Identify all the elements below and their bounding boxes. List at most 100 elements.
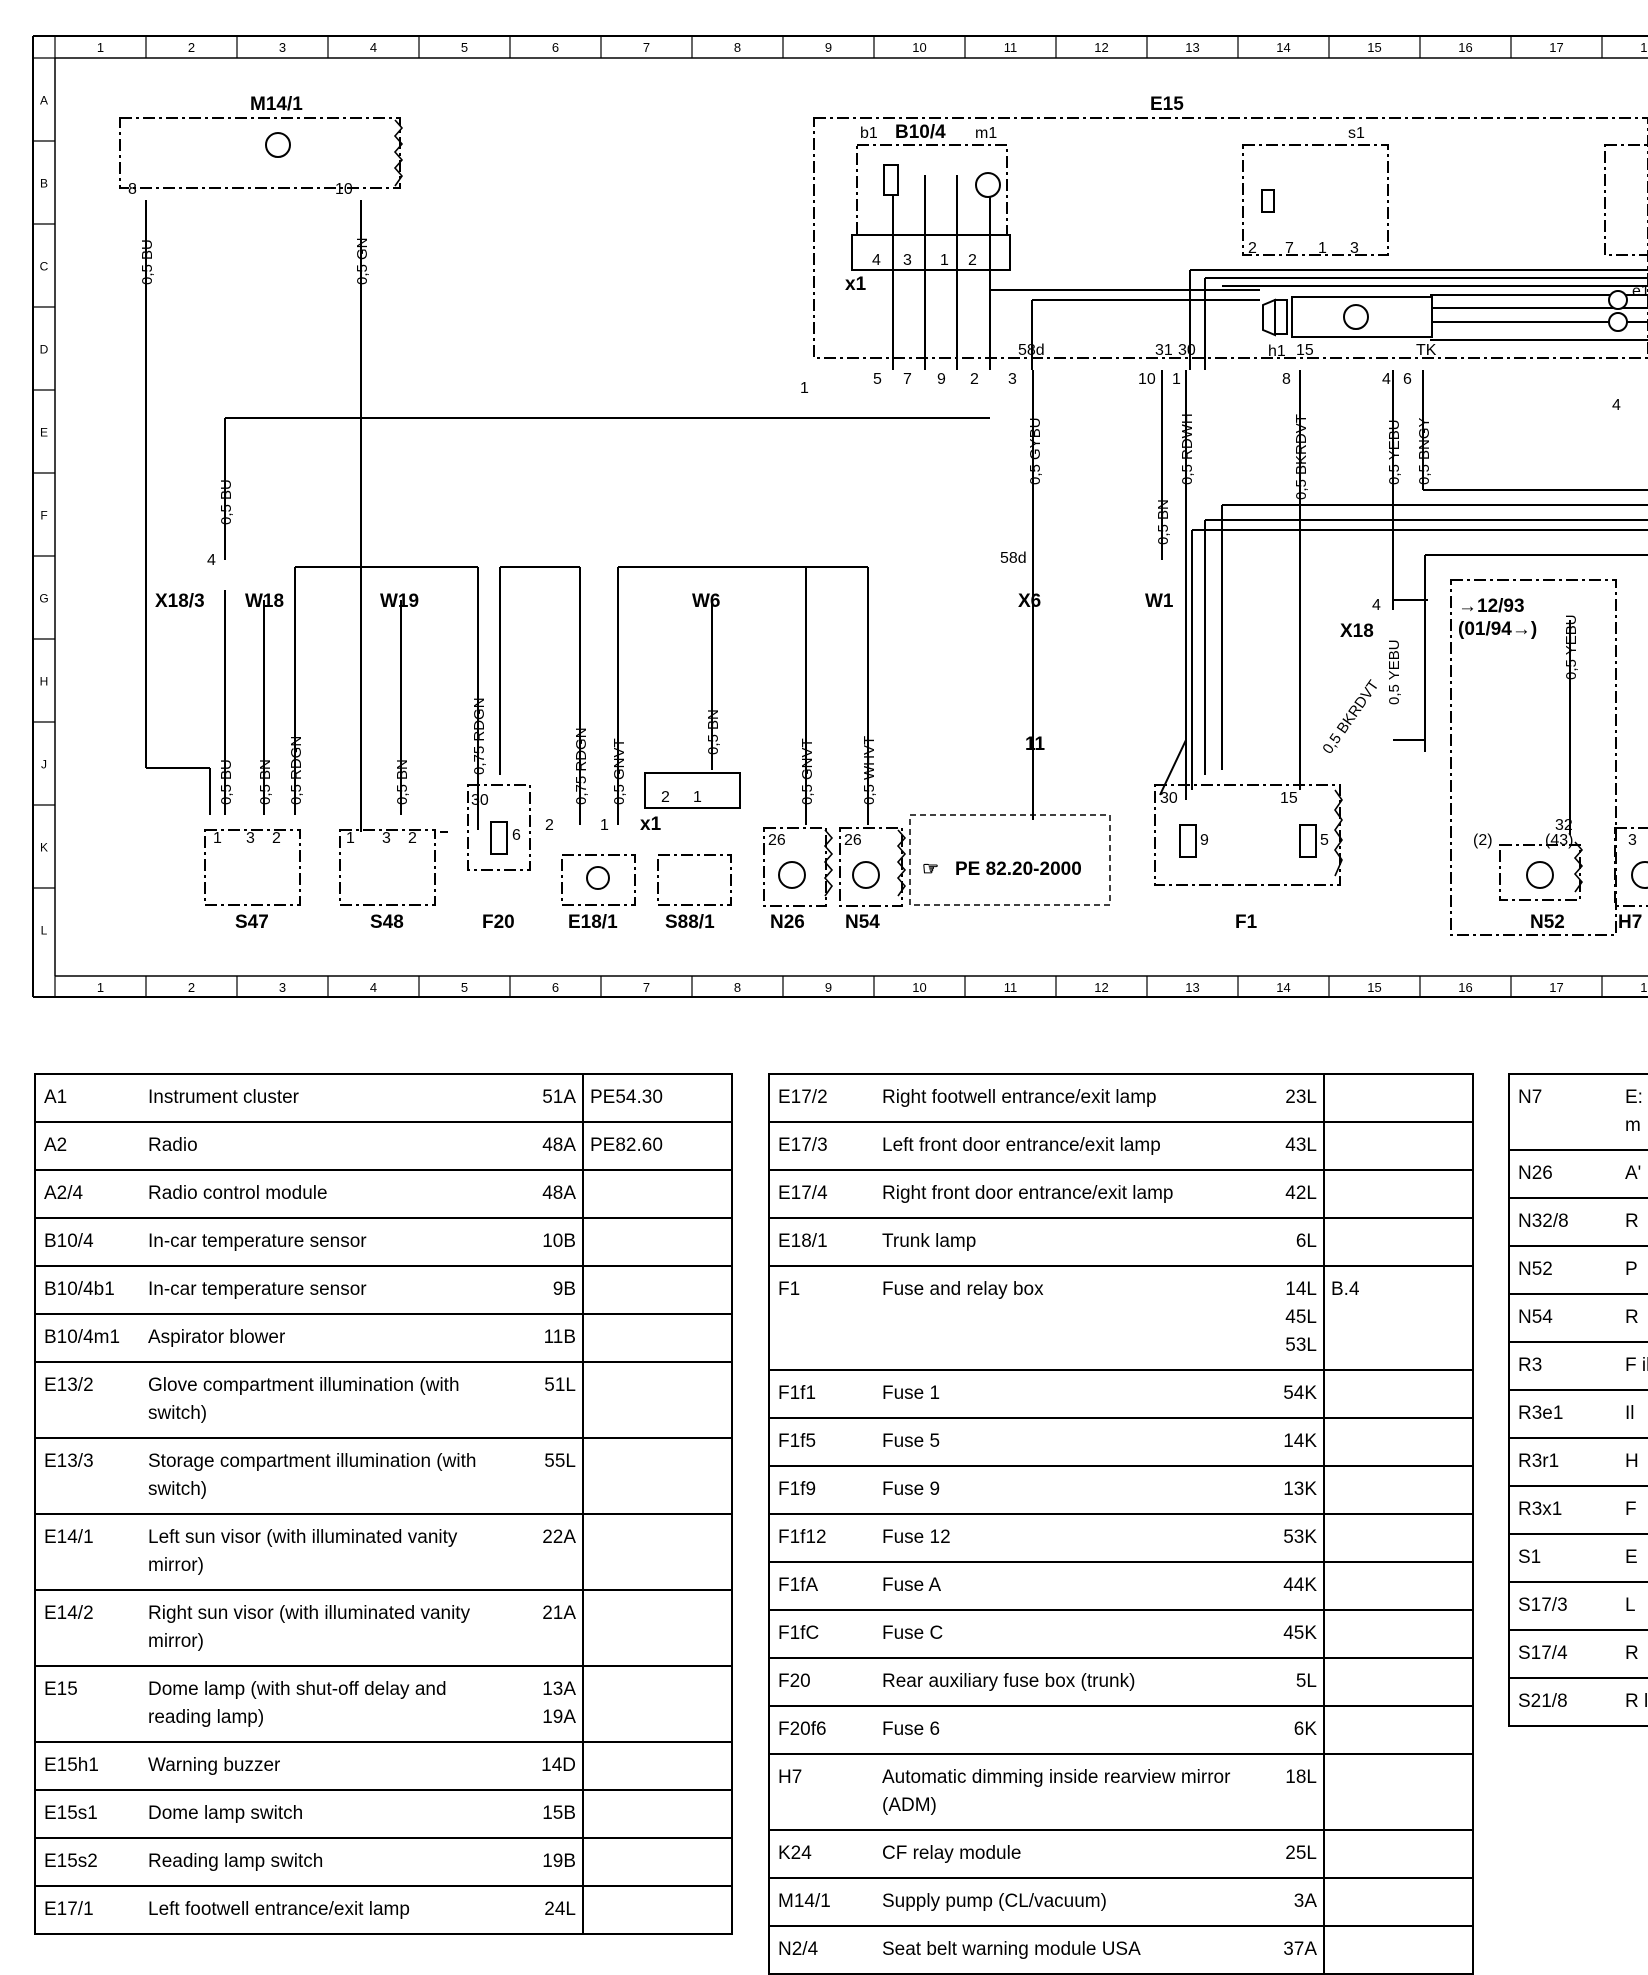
legend-code: N2/4 xyxy=(778,1939,819,1960)
pin-x18: 4 xyxy=(1372,597,1381,614)
grid-column-label: 4 xyxy=(370,40,377,55)
legend-reference xyxy=(583,1314,731,1363)
pin-x6-58d: 58d xyxy=(1000,550,1027,567)
grid-row-label: D xyxy=(40,343,49,357)
legend-description: Trunk lamp xyxy=(876,1218,1251,1267)
legend-reference xyxy=(1324,1706,1472,1755)
legend-reference xyxy=(1324,1610,1472,1659)
pin-58d: 58d xyxy=(1018,342,1045,359)
legend-description: R xyxy=(1619,1294,1648,1343)
legend-description: Aspirator blower xyxy=(142,1314,510,1363)
legend-reference xyxy=(1324,1878,1472,1927)
legend-description: Fuse 5 xyxy=(876,1418,1251,1467)
legend-code: S21/8 xyxy=(1518,1691,1568,1712)
legend-code: F1fA xyxy=(770,1562,876,1611)
pin-31: 31 xyxy=(1155,342,1173,359)
n26-label: N26 xyxy=(770,912,805,933)
s1-pin-1: 1 xyxy=(1318,240,1327,257)
grid-column-label: 1 xyxy=(97,980,104,995)
wire-label-n54-whvt: 0,5 WHVT xyxy=(861,736,878,805)
legend-code: F1f9 xyxy=(770,1466,876,1515)
e1-lamp-symbol xyxy=(1608,290,1628,310)
wire-label-s47-rdgn: 0,5 RDGN xyxy=(288,736,305,805)
wire-label-bkrdvt2: 0,5 BKRDVT xyxy=(1319,677,1382,757)
legend-code: S1 xyxy=(1510,1534,1619,1583)
legend-description: Fuse 9 xyxy=(876,1466,1251,1515)
h7-label: H7 xyxy=(1618,912,1642,933)
legend-code: F1f1 xyxy=(770,1370,876,1419)
s88-pin-2: 2 xyxy=(661,789,670,806)
w1-label: W1 xyxy=(1145,591,1174,612)
pin-30: 30 xyxy=(1178,342,1196,359)
legend-description: R lir xyxy=(1625,1691,1648,1712)
wire-label-yebu3: 0,5 YEBU xyxy=(1563,614,1580,680)
date-note-1: →12/93 xyxy=(1458,596,1525,617)
pin-f1-15: 15 xyxy=(1280,790,1298,807)
legend-location: 9B xyxy=(510,1266,584,1315)
pe-ref-text: PE 82.20-2000 xyxy=(955,859,1082,880)
s48-pin-3: 3 xyxy=(382,830,391,847)
grid-column-label: 7 xyxy=(643,980,650,995)
grid-row-label: E xyxy=(40,426,48,440)
legend-code: E13/3 xyxy=(36,1438,142,1515)
x1-label-bottom: x1 xyxy=(640,814,662,835)
grid-column-label: 4 xyxy=(370,980,377,995)
f20-box xyxy=(467,784,531,871)
wire-label-bn-w1: 0,5 BN xyxy=(1155,499,1172,545)
legend-description: Fuse 12 xyxy=(876,1514,1251,1563)
legend-description: Glove compartment illumination (with swi… xyxy=(142,1362,510,1439)
legend-location: 6L xyxy=(1251,1218,1325,1267)
e15-pin-2: 2 xyxy=(970,371,979,388)
legend-code: N7 xyxy=(1510,1075,1619,1151)
w6-label: W6 xyxy=(692,591,721,612)
w19-label: W19 xyxy=(380,591,419,612)
legend-description: E xyxy=(1619,1534,1648,1583)
grid-column-label: 7 xyxy=(643,40,650,55)
e15-pin-3: 3 xyxy=(1008,371,1017,388)
e1b-lamp-symbol xyxy=(1608,312,1628,332)
e18-1-lamp-symbol xyxy=(586,866,610,890)
legend-description: Il xyxy=(1619,1390,1648,1439)
legend-reference xyxy=(1324,1075,1472,1123)
legend-reference xyxy=(583,1514,731,1591)
e15-box xyxy=(813,117,1648,359)
legend-code: E15h1 xyxy=(36,1742,142,1791)
legend-location: 13K xyxy=(1251,1466,1325,1515)
pin-e18-2: 2 xyxy=(545,817,554,834)
legend-description: CF relay module xyxy=(876,1830,1251,1879)
legend-code: A2 xyxy=(36,1122,142,1171)
wire-label-s47-bn: 0,5 BN xyxy=(257,759,274,805)
s48-label: S48 xyxy=(370,912,404,933)
legend-location: 54K xyxy=(1251,1370,1325,1419)
grid-column-label: 18 xyxy=(1640,980,1648,995)
grid-column-label: 6 xyxy=(552,980,559,995)
pin-n52-2: (2) xyxy=(1473,832,1493,849)
legend-description: Fuse and relay box xyxy=(876,1266,1251,1371)
legend-code: N32/8 xyxy=(1510,1198,1619,1247)
e18-1-box xyxy=(561,854,636,906)
diagram-small-labels: b1 m1 s1 h1 58d 31 30 15 TK 10 1 8 4 6 8… xyxy=(128,125,1648,849)
legend-code: E17/4 xyxy=(770,1170,876,1219)
legend-code: H7 xyxy=(770,1754,876,1831)
legend-reference xyxy=(583,1790,731,1839)
wire-label-e18-gnvt: 0,5 GNVT xyxy=(611,738,628,805)
grid-column-label: 16 xyxy=(1458,40,1472,55)
legend-code: E18/1 xyxy=(770,1218,876,1267)
wire-label-yebu: 0,5 YEBU xyxy=(1386,419,1403,485)
legend-reference: PE82.60 xyxy=(583,1122,731,1171)
legend-description: R xyxy=(1619,1198,1648,1247)
